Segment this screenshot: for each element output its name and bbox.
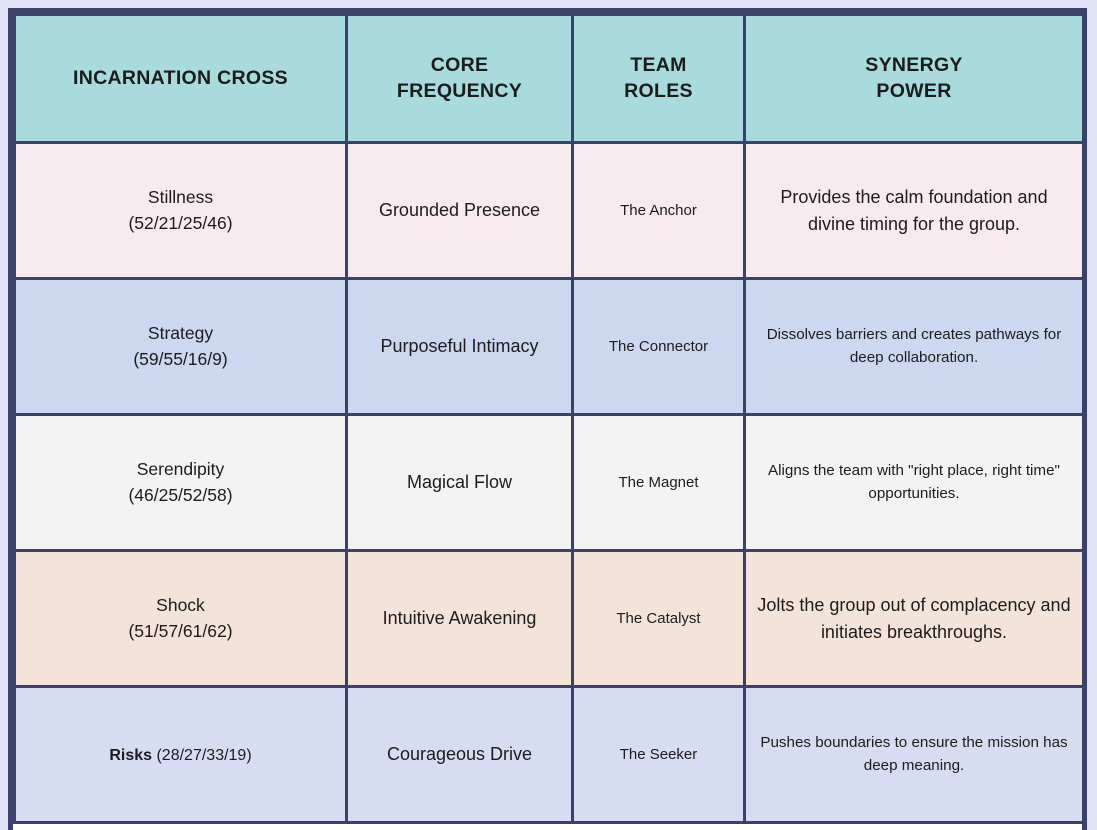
cell-synergy-power: Aligns the team with "right place, right…	[743, 413, 1082, 552]
cross-numbers: (52/21/25/46)	[128, 212, 233, 233]
cross-name: Shock	[156, 595, 205, 616]
header-line: FREQUENCY	[396, 79, 523, 102]
column-header-incarnation-cross: INCARNATION CROSS	[13, 13, 348, 144]
cell-core-frequency: Grounded Presence	[345, 141, 574, 280]
cell-core-frequency: Courageous Drive	[345, 685, 574, 824]
cross-name: Serendipity	[136, 459, 225, 480]
cell-incarnation-cross: Strategy (59/55/16/9)	[13, 277, 348, 416]
cell-synergy-power: Provides the calm foundation and divine …	[743, 141, 1082, 280]
cell-team-role: The Connector	[571, 277, 746, 416]
cell-core-frequency: Purposeful Intimacy	[345, 277, 574, 416]
cross-numbers: (28/27/33/19)	[152, 746, 252, 764]
cell-synergy-power: Dissolves barriers and creates pathways …	[743, 277, 1082, 416]
header-line: TEAM	[630, 54, 687, 77]
cell-team-role: The Magnet	[571, 413, 746, 552]
header-line: SYNERGY	[865, 54, 963, 77]
cell-team-role: The Seeker	[571, 685, 746, 824]
cross-name: Risks	[109, 746, 153, 764]
cell-synergy-power: Jolts the group out of complacency and i…	[743, 549, 1082, 688]
cell-incarnation-cross: Stillness (52/21/25/46)	[13, 141, 348, 280]
cell-team-role: The Catalyst	[571, 549, 746, 688]
header-line: POWER	[876, 79, 952, 102]
cross-numbers: (59/55/16/9)	[133, 348, 228, 369]
cross-numbers: (51/57/61/62)	[128, 620, 233, 641]
cell-synergy-power: Pushes boundaries to ensure the mission …	[743, 685, 1082, 824]
cell-core-frequency: Intuitive Awakening	[345, 549, 574, 688]
cross-name: Stillness	[147, 187, 214, 208]
cell-incarnation-cross: Serendipity (46/25/52/58)	[13, 413, 348, 552]
header-line: INCARNATION CROSS	[73, 66, 288, 89]
header-line: CORE	[430, 54, 489, 77]
cross-name: Strategy	[147, 323, 214, 344]
cell-incarnation-cross: Shock (51/57/61/62)	[13, 549, 348, 688]
cell-core-frequency: Magical Flow	[345, 413, 574, 552]
cell-incarnation-cross: Risks (28/27/33/19)	[13, 685, 348, 824]
cell-team-role: The Anchor	[571, 141, 746, 280]
cross-numbers: (46/25/52/58)	[128, 484, 233, 505]
header-line: ROLES	[624, 79, 693, 102]
